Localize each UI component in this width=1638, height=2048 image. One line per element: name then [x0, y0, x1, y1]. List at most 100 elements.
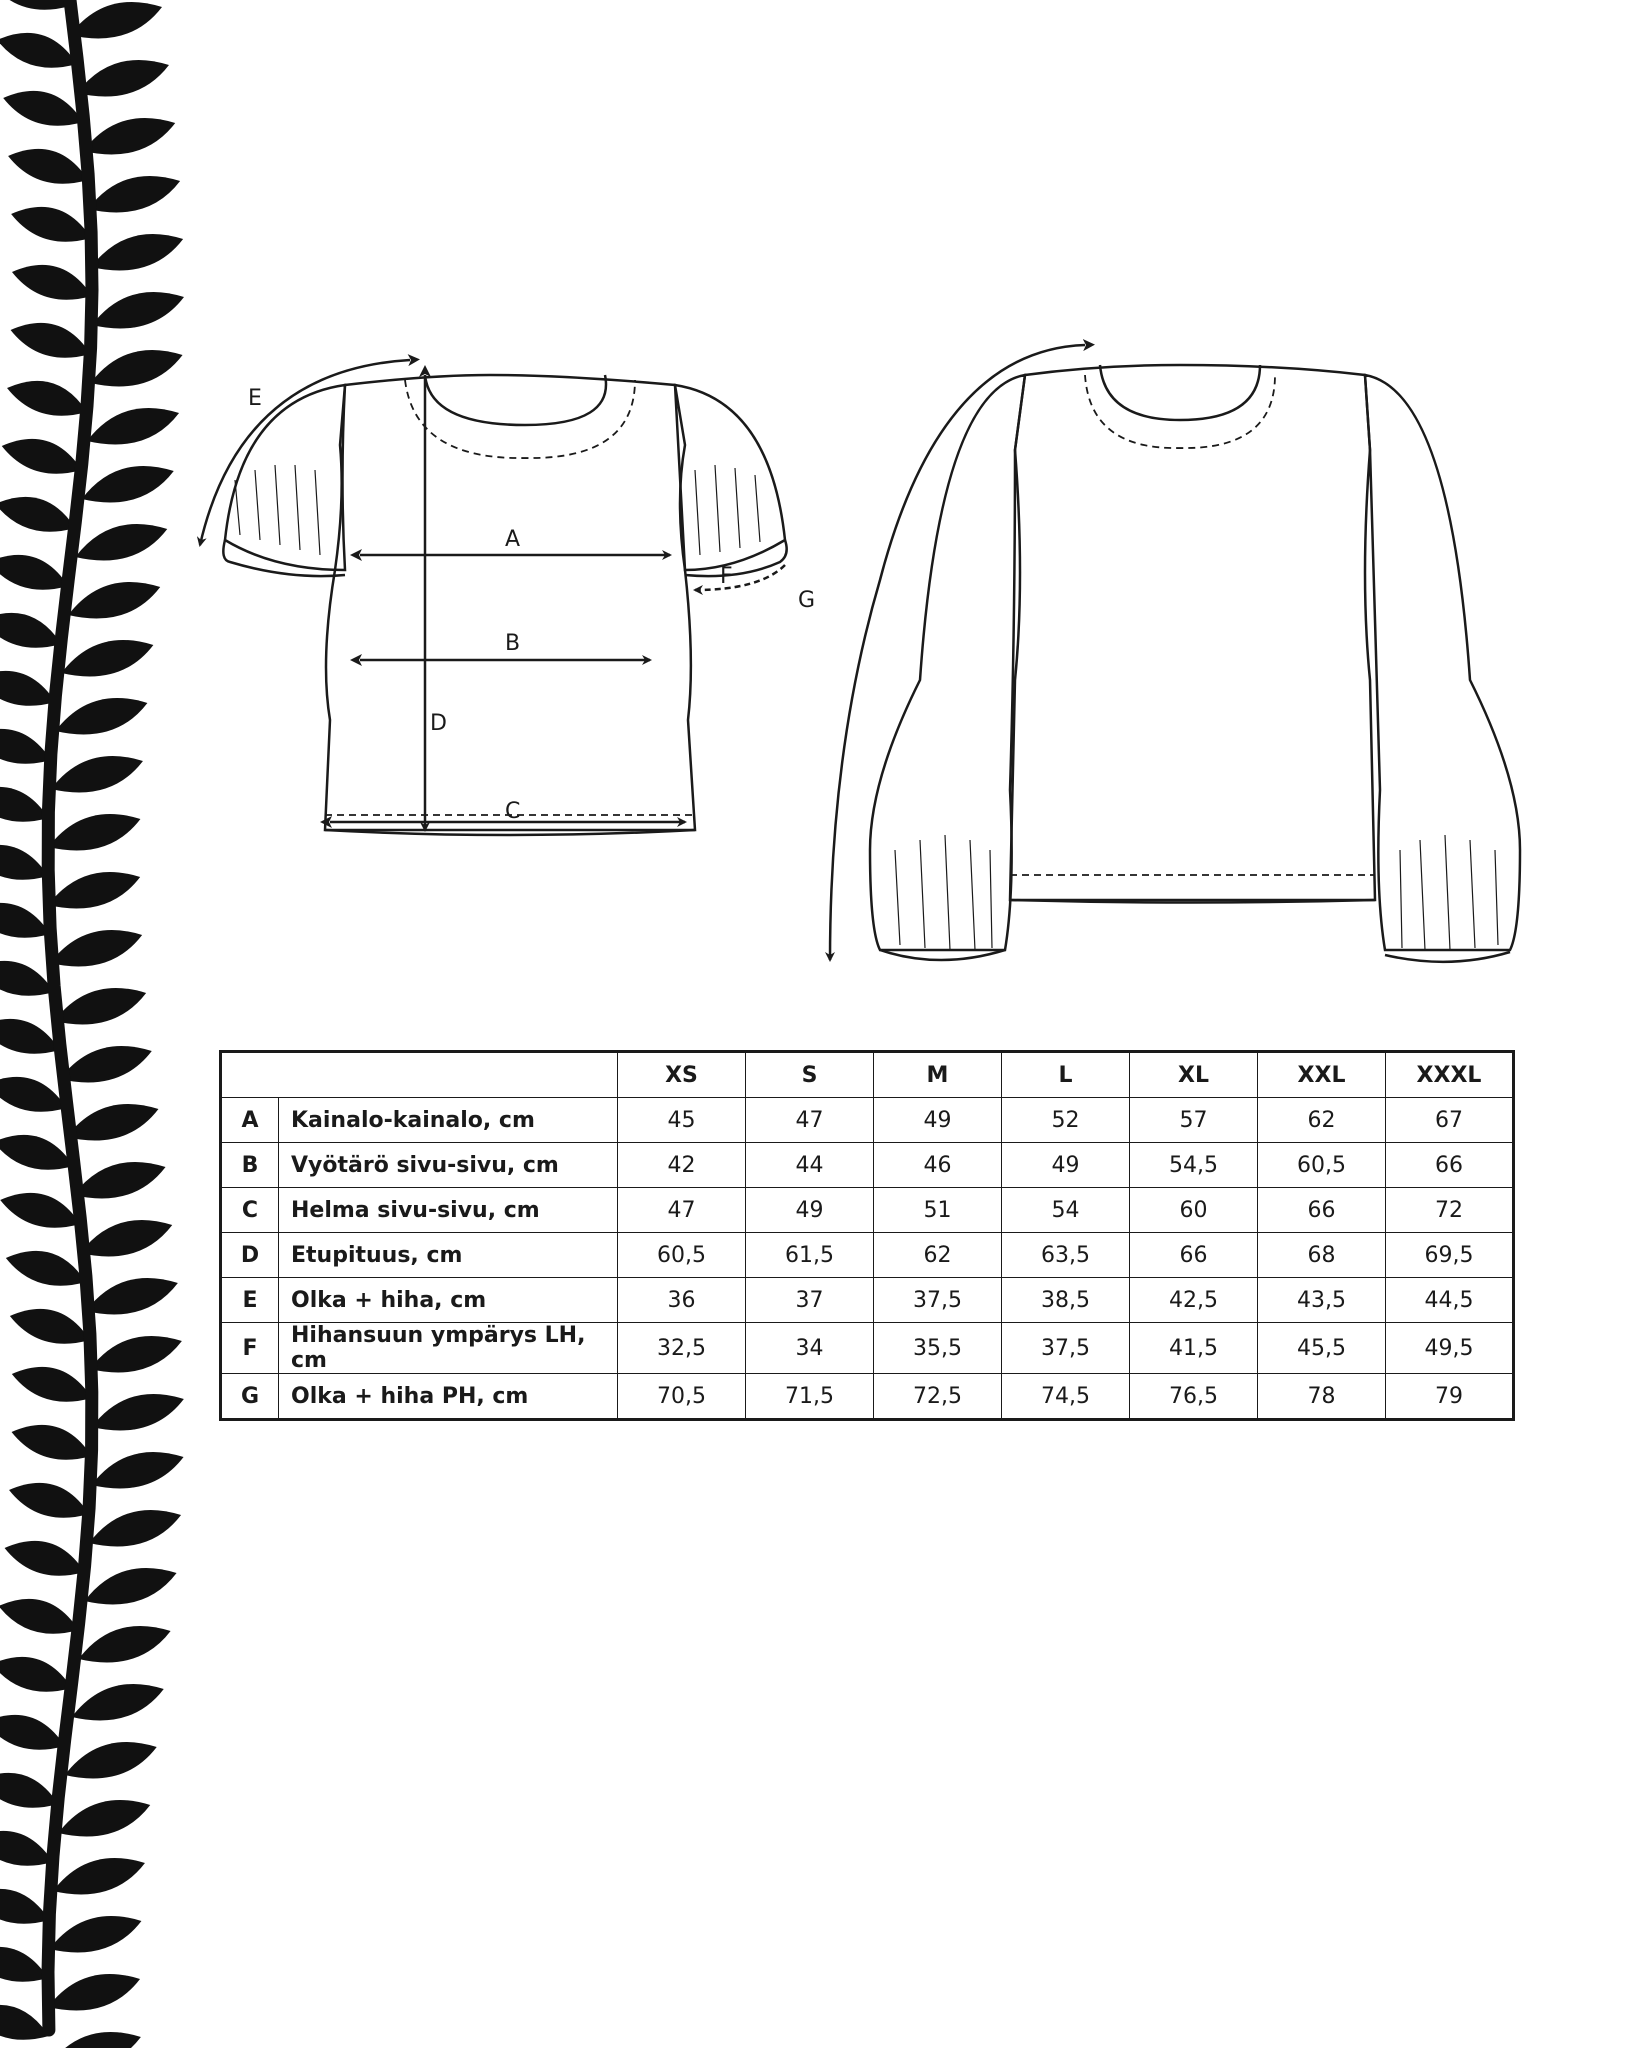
measurement-value: 37,5 [1001, 1322, 1130, 1374]
vine-leaf [66, 1103, 159, 1141]
vine-leaves [0, 0, 184, 2048]
measurement-value: 42,5 [1129, 1277, 1258, 1323]
measurement-value: 51 [873, 1187, 1002, 1233]
measurement-value: 54,5 [1129, 1142, 1258, 1188]
measurement-value: 36 [617, 1277, 746, 1323]
measurement-value: 62 [873, 1232, 1002, 1278]
vine-leaf [11, 1424, 92, 1460]
vine-leaf [83, 117, 176, 155]
measurement-value: 44 [745, 1142, 874, 1188]
measurement-value: 60 [1129, 1187, 1258, 1233]
vine-leaf [73, 1161, 166, 1199]
vine-leaf [78, 1625, 171, 1663]
size-header: M [873, 1051, 1002, 1098]
vine-leaf [88, 175, 181, 213]
garment-diagrams: A B C D E F G [196, 339, 1522, 964]
vine-leaf [59, 1045, 152, 1083]
label-C: C [505, 799, 520, 824]
vine-leaf [11, 206, 92, 242]
vine-leaf [8, 148, 89, 184]
size-header: L [1001, 1051, 1130, 1098]
measurement-value: 49 [745, 1187, 874, 1233]
measurement-value: 67 [1385, 1097, 1514, 1143]
vine-leaf [85, 1277, 178, 1315]
measurement-value: 41,5 [1129, 1322, 1258, 1374]
measurement-letter: G [220, 1373, 279, 1420]
vine-leaf [0, 1598, 79, 1634]
label-G: G [798, 588, 815, 613]
measurement-letter: A [220, 1097, 279, 1143]
vine-leaf [0, 728, 51, 764]
measurement-value: 70,5 [617, 1373, 746, 1420]
vine-leaf [55, 697, 148, 735]
shirt-hem [324, 828, 696, 837]
label-E: E [248, 386, 262, 411]
label-B: B [505, 631, 520, 656]
measurement-value: 52 [1001, 1097, 1130, 1143]
measurement-value: 60,5 [617, 1232, 746, 1278]
long-right-sleeve-cuff [1384, 950, 1511, 964]
shirt-neckline [423, 374, 608, 427]
measurement-value: 46 [873, 1142, 1002, 1188]
measurement-value: 78 [1257, 1373, 1386, 1420]
measurement-value: 66 [1129, 1232, 1258, 1278]
measurement-name: Olka + hiha PH, cm [278, 1373, 618, 1420]
vine-leaf [89, 1335, 182, 1373]
measurement-name: Olka + hiha, cm [278, 1277, 618, 1323]
measurement-name: Hihansuun ympärys LH, cm [278, 1322, 618, 1374]
measurement-value: 54 [1001, 1187, 1130, 1233]
measurement-value: 37 [745, 1277, 874, 1323]
measurement-value: 35,5 [873, 1322, 1002, 1374]
vine-leaf [61, 639, 154, 677]
measurement-name: Kainalo-kainalo, cm [278, 1097, 618, 1143]
measurement-value: 76,5 [1129, 1373, 1258, 1420]
shirt-neckline-stitch [404, 379, 636, 459]
left-sleeve-cuff [222, 539, 346, 578]
vine-leaf [9, 0, 70, 10]
measurement-letter: F [220, 1322, 279, 1374]
measurement-name: Vyötärö sivu-sivu, cm [278, 1142, 618, 1188]
measurement-value: 68 [1257, 1232, 1386, 1278]
long-right-sleeve-outline [1363, 373, 1522, 952]
vine-leaf [90, 349, 183, 387]
vine-leaf [0, 1772, 59, 1808]
vine-leaf [89, 1509, 182, 1547]
vine-leaf [58, 1799, 151, 1837]
arrow-G [825, 339, 1095, 962]
decorative-vine [0, 0, 184, 2048]
vine-leaf [84, 1567, 177, 1605]
long-right-sleeve-gather [1399, 834, 1499, 951]
measurement-value: 79 [1385, 1373, 1514, 1420]
label-F: F [720, 564, 733, 589]
measurement-letter: C [220, 1187, 279, 1233]
measurement-value: 38,5 [1001, 1277, 1130, 1323]
measurement-value: 47 [745, 1097, 874, 1143]
right-sleeve-outline [673, 383, 787, 572]
long-left-sleeve-cuff [879, 948, 1006, 962]
vine-stem [41, 0, 99, 2037]
vine-leaf [0, 1192, 81, 1228]
measurement-value: 49,5 [1385, 1322, 1514, 1374]
vine-leaf [50, 755, 143, 793]
measurement-value: 47 [617, 1187, 746, 1233]
vine-leaf [10, 322, 91, 358]
size-header: XXXL [1385, 1051, 1514, 1098]
vine-leaf [87, 407, 180, 445]
vine-leaf [81, 465, 174, 503]
long-shirt-body-outline [1008, 363, 1377, 902]
short-sleeve-shirt-drawing [196, 354, 788, 837]
vine-leaf [52, 1857, 145, 1895]
measurement-value: 63,5 [1001, 1232, 1130, 1278]
right-sleeve-cuff [684, 539, 788, 578]
vine-leaf [0, 32, 77, 68]
vine-leaf [0, 1656, 72, 1692]
measurement-letter: E [220, 1277, 279, 1323]
measurement-letter: D [220, 1232, 279, 1278]
shirt-body-outline [323, 373, 697, 832]
size-header: S [745, 1051, 874, 1098]
vine-leaf [0, 1830, 53, 1866]
